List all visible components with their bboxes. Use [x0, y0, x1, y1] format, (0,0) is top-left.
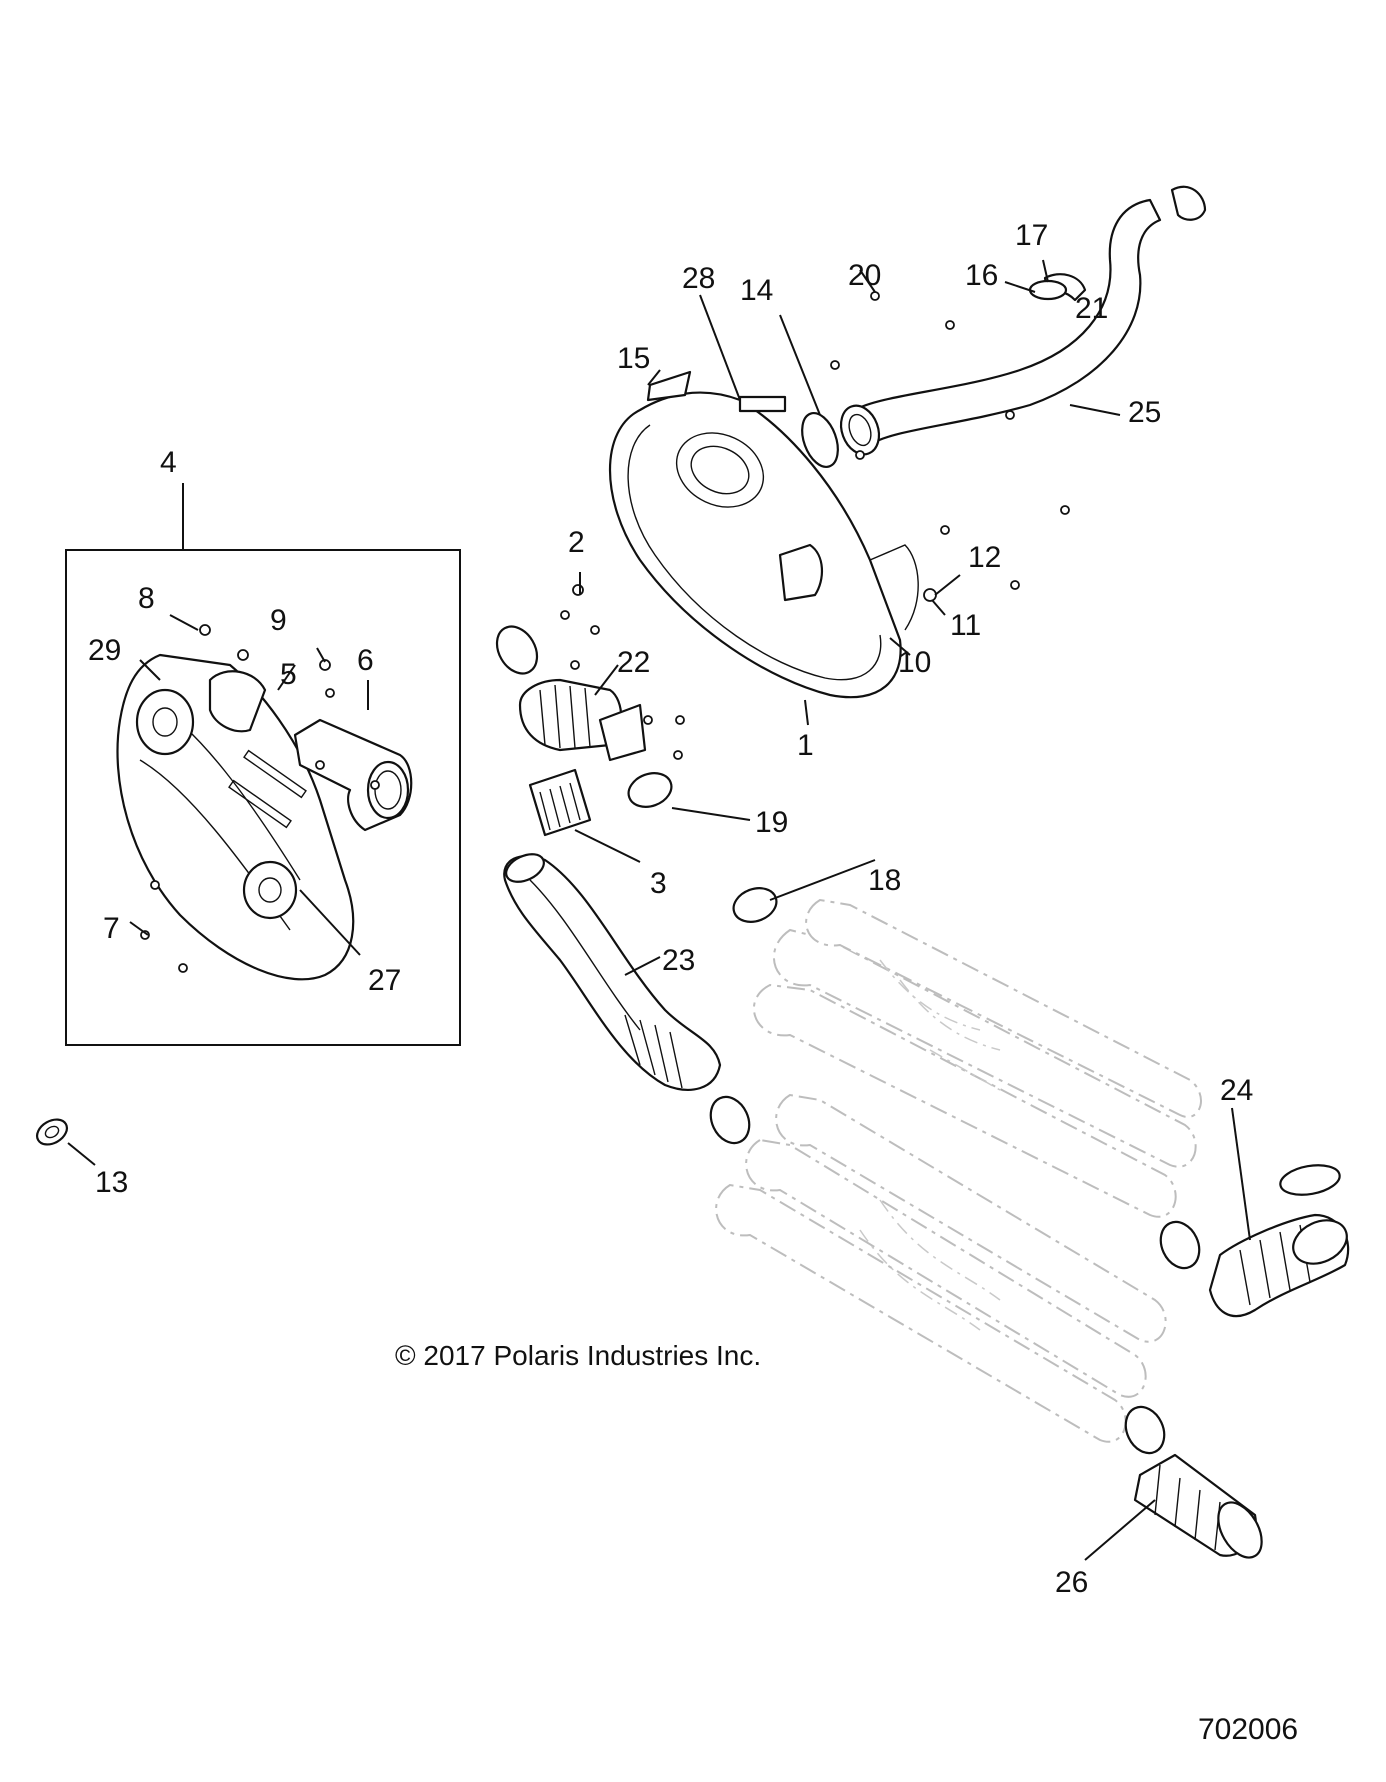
- callout-9: 9: [270, 604, 287, 637]
- ghost-duct-upper: [752, 898, 1202, 1218]
- callout-24: 24: [1220, 1074, 1253, 1107]
- callout-29: 29: [88, 634, 121, 667]
- callout-17: 17: [1015, 219, 1048, 252]
- callout-15: 15: [617, 342, 650, 375]
- callout-10: 10: [898, 646, 931, 679]
- callout-22: 22: [617, 646, 650, 679]
- cover-screws: [560, 291, 1070, 760]
- clamp-26: [1124, 1405, 1166, 1455]
- callout-25: 25: [1128, 396, 1161, 429]
- callout-13: 13: [95, 1166, 128, 1199]
- callout-20: 20: [848, 259, 881, 292]
- callout-12: 12: [968, 541, 1001, 574]
- upper-intake-hose-25: [839, 185, 1207, 456]
- drawing-number: 702006: [1198, 1713, 1299, 1746]
- callout-1: 1: [797, 729, 814, 762]
- callout-14: 14: [740, 274, 773, 307]
- callout-27: 27: [368, 964, 401, 997]
- callout-18: 18: [868, 864, 901, 897]
- callout-3: 3: [650, 867, 667, 900]
- decal-28: [738, 395, 787, 413]
- callout-23: 23: [662, 944, 695, 977]
- callout-7: 7: [103, 912, 120, 945]
- intake-boot-22: [495, 625, 647, 762]
- callout-26: 26: [1055, 1566, 1088, 1599]
- callout-21: 21: [1075, 292, 1108, 325]
- outlet-duct-24: [1208, 1164, 1350, 1318]
- copyright-notice: © 2017 Polaris Industries Inc.: [395, 1340, 762, 1371]
- ghost-duct-lower: [715, 1093, 1167, 1443]
- callout-4: 4: [160, 446, 177, 479]
- coupler-26: [1133, 1453, 1263, 1559]
- outer-clutch-cover: [608, 391, 919, 699]
- leader-lines: [67, 259, 1251, 1561]
- filter-3: [528, 768, 592, 837]
- intake-hose-23: [503, 853, 722, 1091]
- clamp-17: [1028, 279, 1068, 301]
- clamp-19: [627, 772, 673, 808]
- callout-16: 16: [965, 259, 998, 292]
- clamp-23-lower: [709, 1095, 751, 1145]
- callout-19: 19: [755, 806, 788, 839]
- outlet-duct-6: [293, 718, 413, 832]
- callout-5: 5: [280, 658, 297, 691]
- washer-13: [35, 1118, 69, 1146]
- callout-8: 8: [138, 582, 155, 615]
- callout-2: 2: [568, 526, 585, 559]
- assembly-4-frame: [65, 549, 461, 1046]
- box-fasteners: [140, 624, 380, 973]
- callout-6: 6: [357, 644, 374, 677]
- callout-labels: 1 2 3 4 5 6 7 8 9 10 11 12 13 14 15 16 1…: [88, 219, 1253, 1599]
- inner-clutch-cover: [116, 653, 355, 981]
- callout-28: 28: [682, 262, 715, 295]
- label-15: [646, 370, 692, 402]
- clamp-14: [801, 412, 839, 468]
- clamp-18: [732, 887, 778, 923]
- clamp-24: [1159, 1220, 1201, 1270]
- callout-11: 11: [950, 609, 981, 642]
